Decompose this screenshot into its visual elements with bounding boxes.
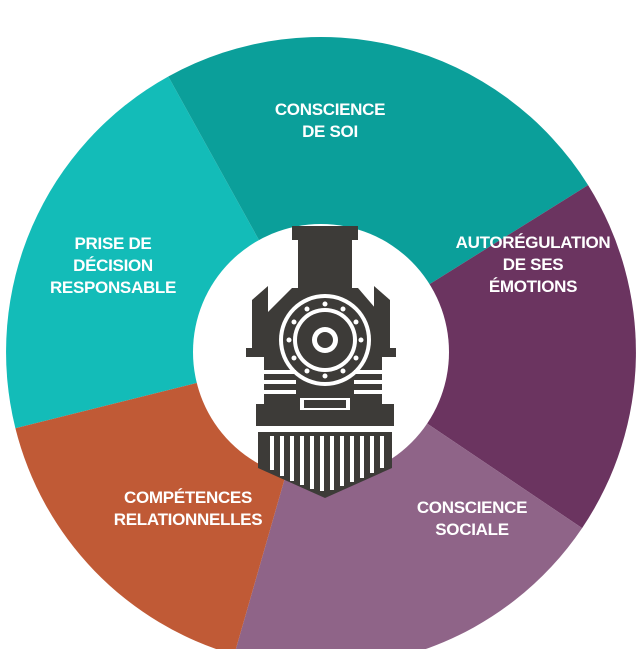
steam-locomotive-icon xyxy=(246,226,396,498)
segment-autoregulation xyxy=(168,37,589,353)
segment-label-line: DÉCISION xyxy=(73,256,153,275)
segment-label-conscience-de-soi: CONSCIENCE DE SOI xyxy=(275,100,385,141)
segment-label-line: PRISE DE xyxy=(75,234,152,253)
segment-label-prise-de-decision: PRISE DE DÉCISION RESPONSABLE xyxy=(50,234,176,297)
segment-label-line: DE SES xyxy=(503,255,564,274)
segment-label-line: DE SOI xyxy=(302,122,358,141)
segment-label-line: SOCIALE xyxy=(435,520,508,539)
segment-label-line: ÉMOTIONS xyxy=(489,277,577,296)
segment-label-autoregulation: AUTORÉGULATION DE SES ÉMOTIONS xyxy=(456,233,611,296)
segment-label-line: RELATIONNELLES xyxy=(114,510,263,529)
segment-conscience-sociale xyxy=(321,185,636,529)
segment-label-competences-relationnelles: COMPÉTENCES RELATIONNELLES xyxy=(114,488,263,529)
segment-label-line: CONSCIENCE xyxy=(417,498,527,517)
segment-label-line: COMPÉTENCES xyxy=(124,488,252,507)
segment-label-line: CONSCIENCE xyxy=(275,100,385,119)
segment-label-line: AUTORÉGULATION xyxy=(456,233,611,252)
segment-label-conscience-sociale: CONSCIENCE SOCIALE xyxy=(417,498,527,539)
segment-label-line: RESPONSABLE xyxy=(50,278,176,297)
